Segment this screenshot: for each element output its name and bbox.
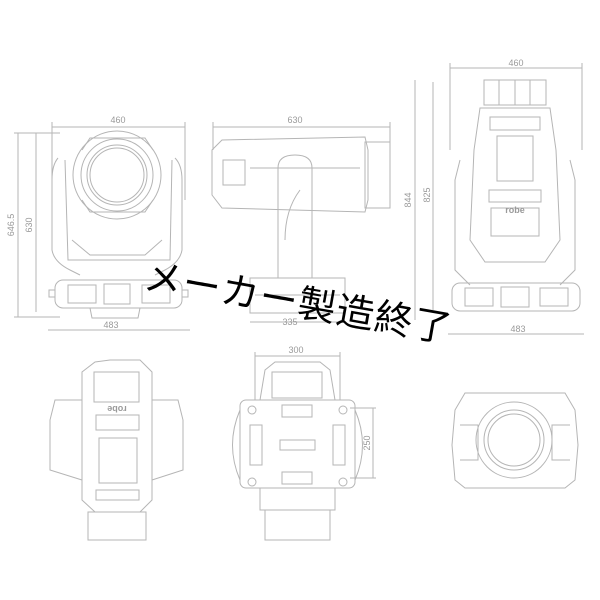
rear-tilted-view (49, 359, 184, 541)
bottom-view (232, 352, 376, 541)
dim-label: 460 (110, 115, 125, 125)
dim-label: 460 (508, 58, 523, 68)
brand-label: robe (505, 205, 525, 215)
dim-label: 825 (422, 187, 432, 202)
top-view (451, 392, 579, 489)
dim-label: 300 (288, 345, 303, 355)
dim-label: 483 (510, 324, 525, 334)
dim-label: 844 (403, 192, 413, 207)
brand-label: robe (107, 404, 127, 414)
dim-label: 250 (362, 435, 372, 450)
side-view (211, 122, 391, 323)
dim-label: 483 (103, 320, 118, 330)
dim-label: 335 (282, 317, 297, 327)
dim-label: 630 (24, 217, 34, 232)
rear-view (414, 63, 584, 335)
dim-label: 630 (287, 115, 302, 125)
dim-label: 646.5 (6, 214, 16, 237)
front-view (14, 122, 190, 331)
